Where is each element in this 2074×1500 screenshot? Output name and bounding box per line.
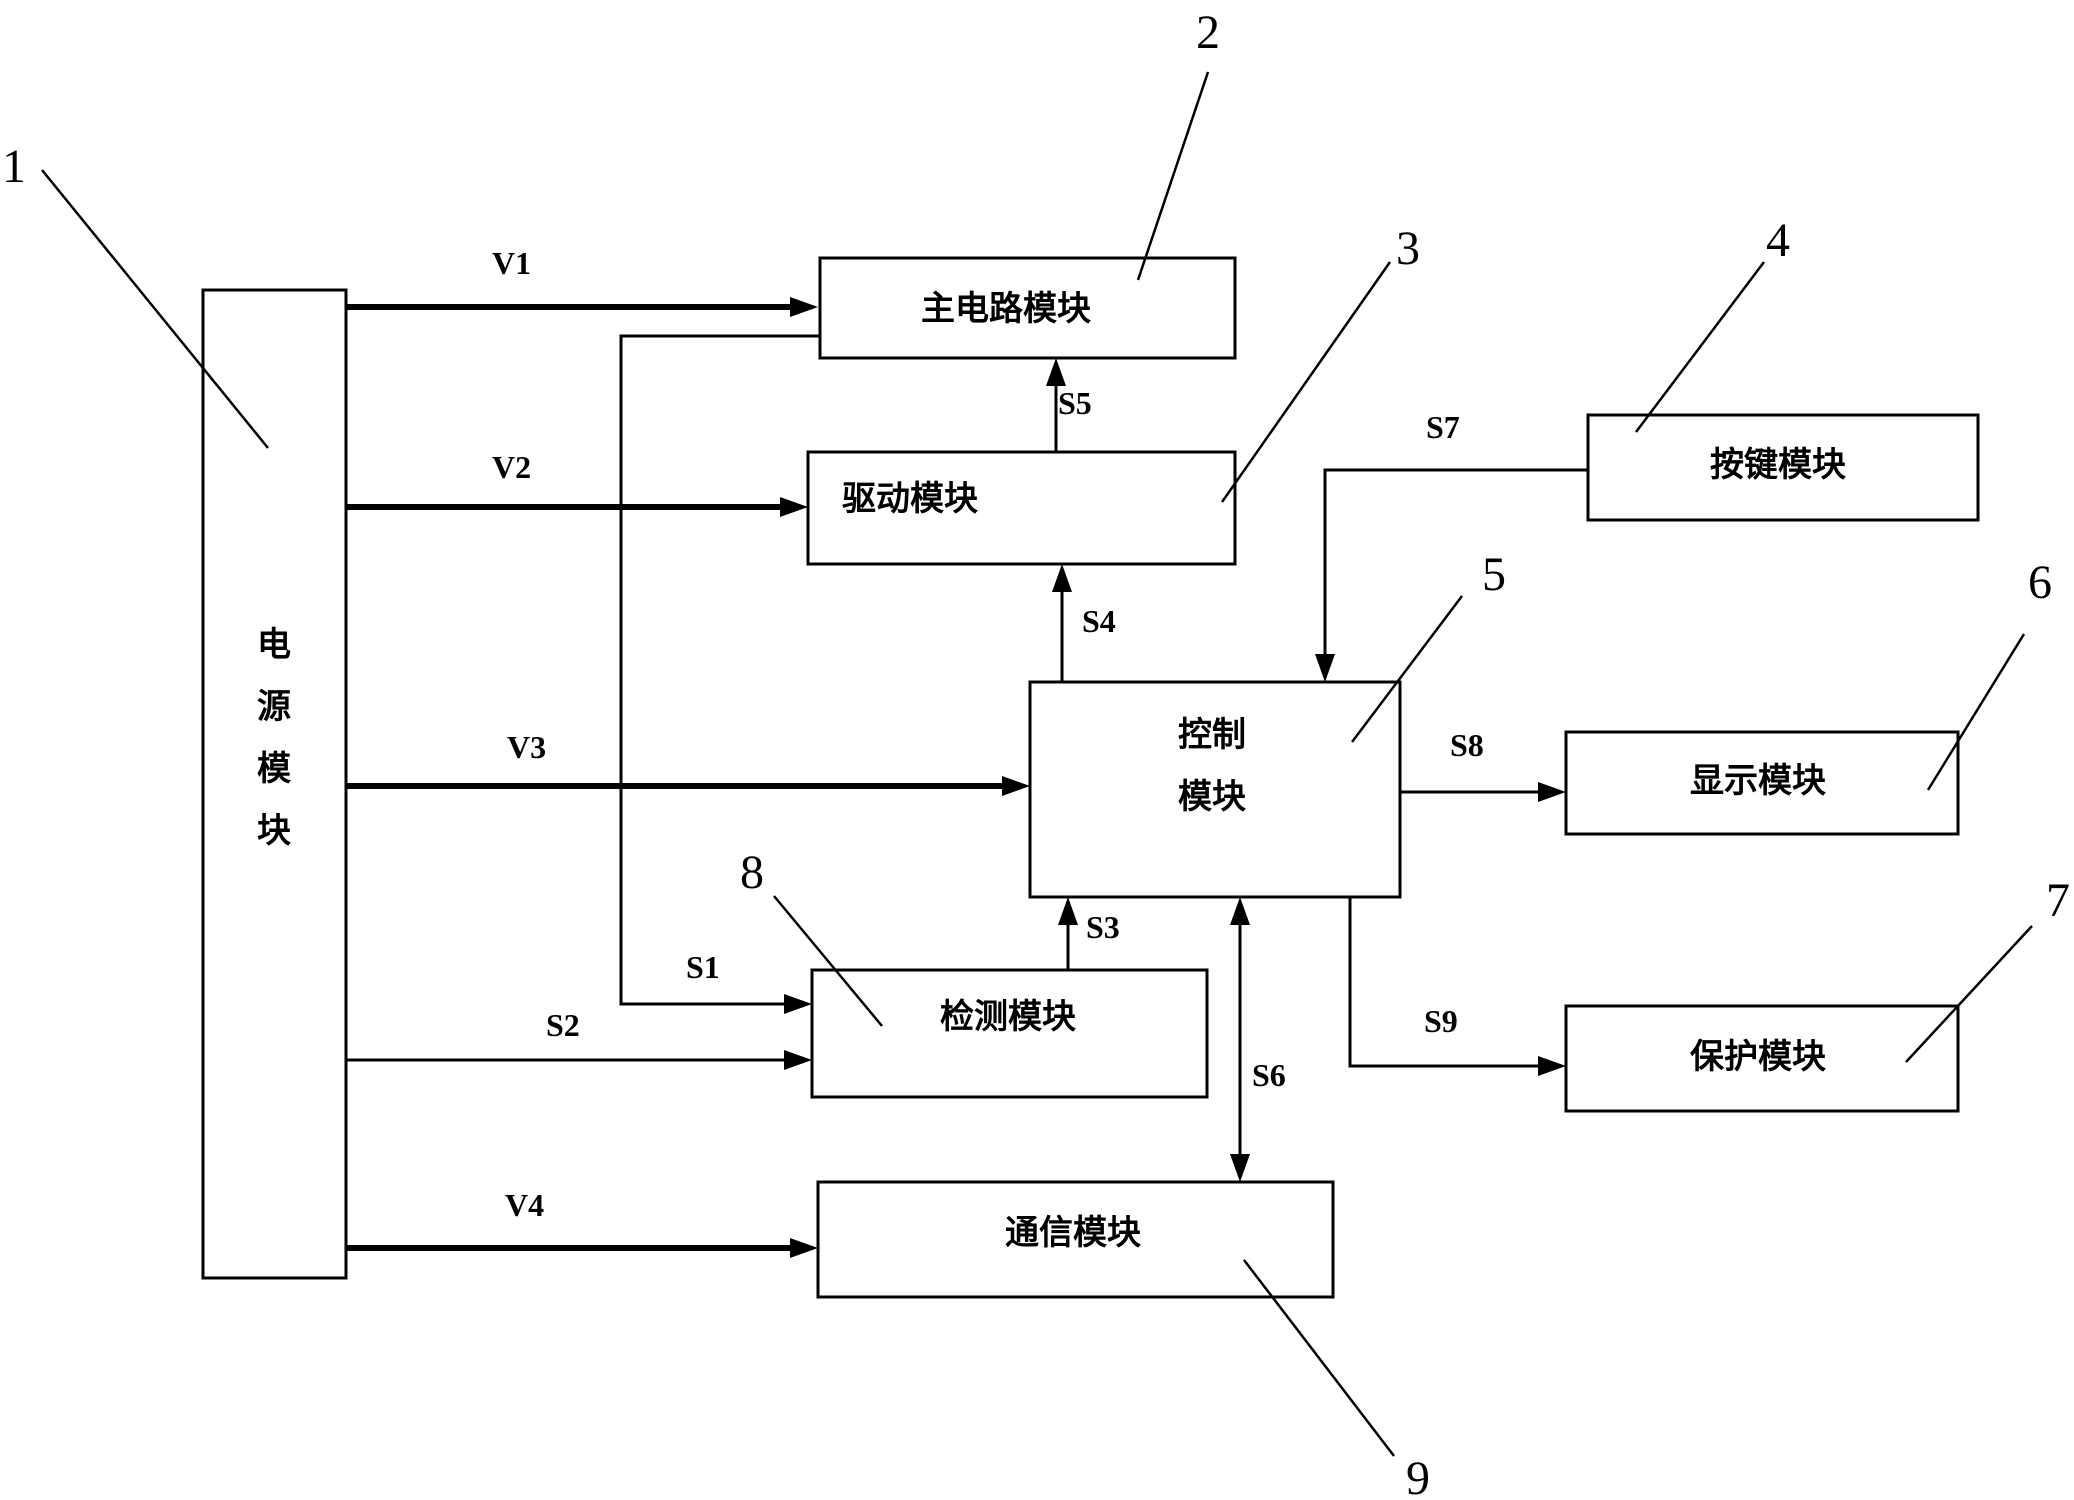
s3-arrowhead: [1058, 897, 1078, 925]
s9-label: S9: [1424, 1003, 1458, 1039]
s9-line: [1348, 897, 1538, 1068]
s1-line: [619, 334, 820, 1006]
leader-9: [1243, 1259, 1395, 1457]
ref-number-7: 7: [2046, 874, 2070, 927]
ref-number-3: 3: [1396, 222, 1420, 275]
ref-number-6: 6: [2028, 556, 2052, 609]
s8-label: S8: [1450, 727, 1484, 763]
v3-label: V3: [507, 729, 546, 765]
leader-7: [1905, 925, 2033, 1063]
s1-arrowhead: [784, 994, 812, 1014]
leader-8: [773, 895, 883, 1027]
s3-label: S3: [1086, 909, 1120, 945]
power-module-label-1: 电: [257, 625, 291, 665]
v4-arrowhead: [790, 1238, 818, 1258]
s9-arrowhead: [1538, 1056, 1566, 1076]
s2-arrowhead: [784, 1050, 812, 1070]
leader-2: [1136, 71, 1210, 281]
communication-module-label: 通信模块: [1005, 1213, 1141, 1253]
control-module-label-1: 控制: [1178, 715, 1246, 755]
display-module-label: 显示模块: [1690, 761, 1826, 801]
control-module-box: [1028, 680, 1402, 899]
ref-number-8: 8: [740, 846, 764, 899]
s4-label: S4: [1082, 603, 1116, 639]
s5-arrowhead: [1046, 358, 1066, 386]
s6-arrowhead-up: [1230, 897, 1250, 925]
power-module-label-4: 块: [257, 811, 291, 851]
v4-label: V4: [505, 1187, 544, 1223]
detection-module-box: [810, 968, 1209, 1099]
keypad-module-label: 按键模块: [1710, 445, 1846, 485]
s6-arrowhead-down: [1230, 1154, 1250, 1182]
protection-module-box: [1564, 1004, 1960, 1113]
v2-label: V2: [492, 449, 531, 485]
ref-number-9: 9: [1406, 1452, 1430, 1500]
main-circuit-module-box: [818, 256, 1237, 360]
s7-line: [1323, 468, 1588, 654]
ref-number-5: 5: [1482, 548, 1506, 601]
s7-arrowhead: [1315, 654, 1335, 682]
control-module-label-2: 模块: [1178, 777, 1246, 817]
ref-number-2: 2: [1196, 6, 1220, 59]
leader-5: [1351, 595, 1463, 743]
communication-module-box: [816, 1180, 1335, 1299]
s6-label: S6: [1252, 1057, 1286, 1093]
s8-arrowhead: [1538, 782, 1566, 802]
v2-arrowhead: [780, 497, 808, 517]
s2-label: S2: [546, 1007, 580, 1043]
main-circuit-module-label: 主电路模块: [921, 289, 1091, 329]
leader-6: [1926, 633, 2026, 791]
leader-3: [1220, 261, 1392, 503]
power-module-label-2: 源: [257, 687, 291, 727]
s4-arrowhead: [1052, 564, 1072, 592]
protection-module-label: 保护模块: [1690, 1037, 1826, 1077]
v1-label: V1: [492, 245, 531, 281]
detection-module-label: 检测模块: [940, 997, 1076, 1037]
power-module-label-3: 模: [257, 749, 291, 789]
s7-label: S7: [1426, 409, 1460, 445]
ref-number-1: 1: [2, 140, 26, 193]
display-module-box: [1564, 730, 1960, 836]
v3-arrowhead: [1002, 776, 1030, 796]
keypad-module-box: [1586, 413, 1980, 522]
v1-arrowhead: [790, 297, 818, 317]
s1-label: S1: [686, 949, 720, 985]
leader-4: [1635, 261, 1765, 433]
s5-label: S5: [1058, 385, 1092, 421]
drive-module-box: [806, 450, 1237, 566]
power-module-box: [201, 288, 348, 1280]
drive-module-label: 驱动模块: [842, 479, 978, 519]
ref-number-4: 4: [1766, 214, 1790, 267]
leader-1: [41, 169, 269, 449]
